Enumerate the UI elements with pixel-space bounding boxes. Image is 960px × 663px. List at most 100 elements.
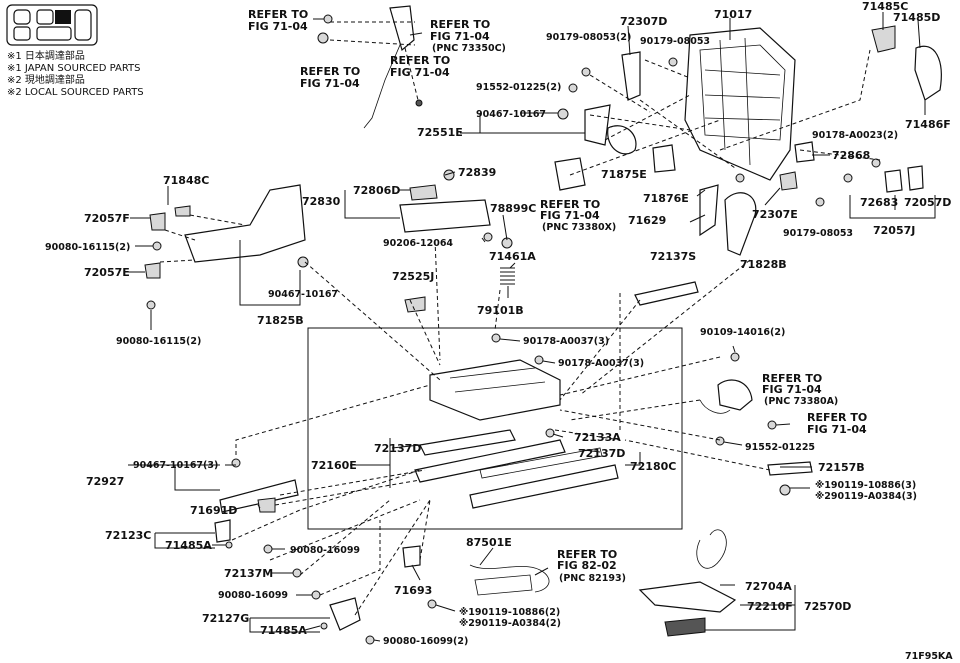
part-number-label: 90467-10167(3) — [133, 460, 218, 471]
part-number-label: 72160E — [311, 459, 357, 472]
part-number-label: 71825B — [257, 314, 304, 327]
refer-label: FIG 71-04 — [762, 383, 822, 396]
seatback-frame — [684, 27, 796, 181]
part-number-label: 71875E — [601, 168, 647, 181]
part-number-label: 71693 — [394, 584, 432, 597]
part-number-label: 72704A — [745, 580, 792, 593]
part-number-label: 72683 — [860, 196, 898, 209]
legend-note-2-jp: ※2 現地調達部品 — [7, 73, 85, 86]
part-number-label: 72806D — [353, 184, 400, 197]
legend-note-2-en: ※2 LOCAL SOURCED PARTS — [7, 87, 144, 98]
refer-label: REFER TO — [390, 54, 450, 67]
track-cover — [219, 479, 299, 513]
part-number-label: 90080-16099 — [218, 590, 288, 601]
part-number-label: 72830 — [302, 195, 341, 208]
part-number-label: 71629 — [628, 214, 666, 227]
part-number-label: 71485C — [862, 0, 908, 13]
refer-pnc: (PNC 82193) — [559, 573, 626, 584]
part-number-label: 71691D — [190, 504, 237, 517]
part-number-label: 90080-16115(2) — [45, 242, 130, 253]
figure-code: 71F95KA — [905, 651, 953, 662]
part-number-label: 90109-14016(2) — [700, 327, 785, 338]
seat-track-left — [414, 439, 566, 483]
power-seat-harness — [638, 581, 737, 613]
part-number-label: 71485D — [893, 11, 940, 24]
part-number-label: 90206-12064 — [383, 238, 453, 249]
part-number-label: 90179-08053(2) — [546, 32, 631, 43]
refer-label: REFER TO — [430, 18, 490, 31]
part-number-label: 90179-08053 — [783, 228, 853, 239]
armrest-pad — [399, 199, 491, 233]
part-number-label: 90178-A0037(3) — [523, 336, 609, 347]
seat-layout-icon — [6, 4, 98, 46]
part-number-label: 72137D — [578, 447, 625, 460]
part-number-label: 72137S — [650, 250, 696, 263]
part-number-label: 71017 — [714, 8, 752, 21]
part-number-label: 72057E — [84, 266, 130, 279]
part-number-label: 90178-A0037(3) — [558, 358, 644, 369]
part-number-label: 72210F — [747, 600, 793, 613]
legend: ※1 日本調達部品 ※1 JAPAN SOURCED PARTS ※2 現地調達… — [6, 4, 144, 98]
part-number-label: 72307E — [752, 208, 798, 221]
part-number-label: 90179-08053 — [640, 36, 710, 47]
part-number-label: 72057F — [84, 212, 130, 225]
part-number-label: 72180C — [630, 460, 676, 473]
refer-label: REFER TO — [557, 548, 617, 561]
refer-label: FIG 71-04 — [807, 423, 867, 436]
part-number-label: 72927 — [86, 475, 124, 488]
part-number-label: 91552-01225(2) — [476, 82, 561, 93]
refer-label: REFER TO — [540, 198, 600, 211]
refer-label: REFER TO — [807, 411, 867, 424]
refer-label: REFER TO — [762, 372, 822, 385]
part-number-label: ※190119-10886(3) — [815, 480, 916, 491]
part-number-label: 71461A — [489, 250, 536, 263]
part-number-label: 90080-16115(2) — [116, 336, 201, 347]
part-number-label: 72133A — [574, 431, 621, 444]
part-number-label: 72137D — [374, 442, 421, 455]
refer-label: REFER TO — [248, 8, 308, 21]
part-number-label: 90467-10167 — [476, 109, 546, 120]
refer-pnc: (PNC 73350C) — [432, 43, 506, 54]
callout-labels: REFER TO FIG 71-04 REFER TO FIG 71-04 (P… — [45, 0, 953, 662]
leader-lines — [125, 12, 936, 642]
wire-harness — [469, 564, 550, 593]
part-number-label: 90080-16099 — [290, 545, 360, 556]
refer-label: FIG 71-04 — [390, 66, 450, 79]
part-number-label: 90178-A0023(2) — [812, 130, 898, 141]
part-number-label: 78899C — [490, 202, 536, 215]
refer-label: FIG 71-04 — [430, 30, 490, 43]
part-number-label: 72123C — [105, 529, 151, 542]
refer-pnc: (PNC 73380X) — [542, 222, 616, 233]
legend-note-1-jp: ※1 日本調達部品 — [7, 49, 85, 62]
part-number-label: 71876E — [643, 192, 689, 205]
part-number-label: 72525J — [392, 270, 434, 283]
part-number-label: 72057J — [873, 224, 915, 237]
part-number-label: 72570D — [804, 600, 851, 613]
assembly-lines — [159, 21, 881, 616]
part-number-label: 71848C — [163, 174, 209, 187]
refer-pnc: (PNC 73380A) — [764, 396, 838, 407]
part-number-label: 71828B — [740, 258, 787, 271]
part-number-label: 72127G — [202, 612, 249, 625]
part-number-label: 91552-01225 — [745, 442, 815, 453]
part-number-label: ※290119-A0384(2) — [459, 618, 561, 629]
part-number-label: 71486F — [905, 118, 951, 131]
part-number-label: 90080-16099(2) — [383, 636, 468, 647]
part-number-label: 90467-10167 — [268, 289, 338, 300]
part-number-label: 72839 — [458, 166, 496, 179]
part-number-label: 72157B — [818, 461, 865, 474]
part-number-label: 71485A — [165, 539, 212, 552]
refer-label: REFER TO — [300, 65, 360, 78]
part-number-label: 72551E — [417, 126, 463, 139]
part-number-label: 72868 — [832, 149, 870, 162]
refer-label: FIG 82-02 — [557, 559, 617, 572]
part-number-label: 79101B — [477, 304, 524, 317]
legend-note-1-en: ※1 JAPAN SOURCED PARTS — [7, 63, 141, 74]
seat-track-right — [469, 464, 619, 509]
part-number-label: 72057D — [904, 196, 951, 209]
seat-cushion-frame — [429, 359, 561, 421]
part-number-label: 72137M — [224, 567, 273, 580]
side-shield — [184, 184, 306, 263]
refer-label: FIG 71-04 — [300, 77, 360, 90]
